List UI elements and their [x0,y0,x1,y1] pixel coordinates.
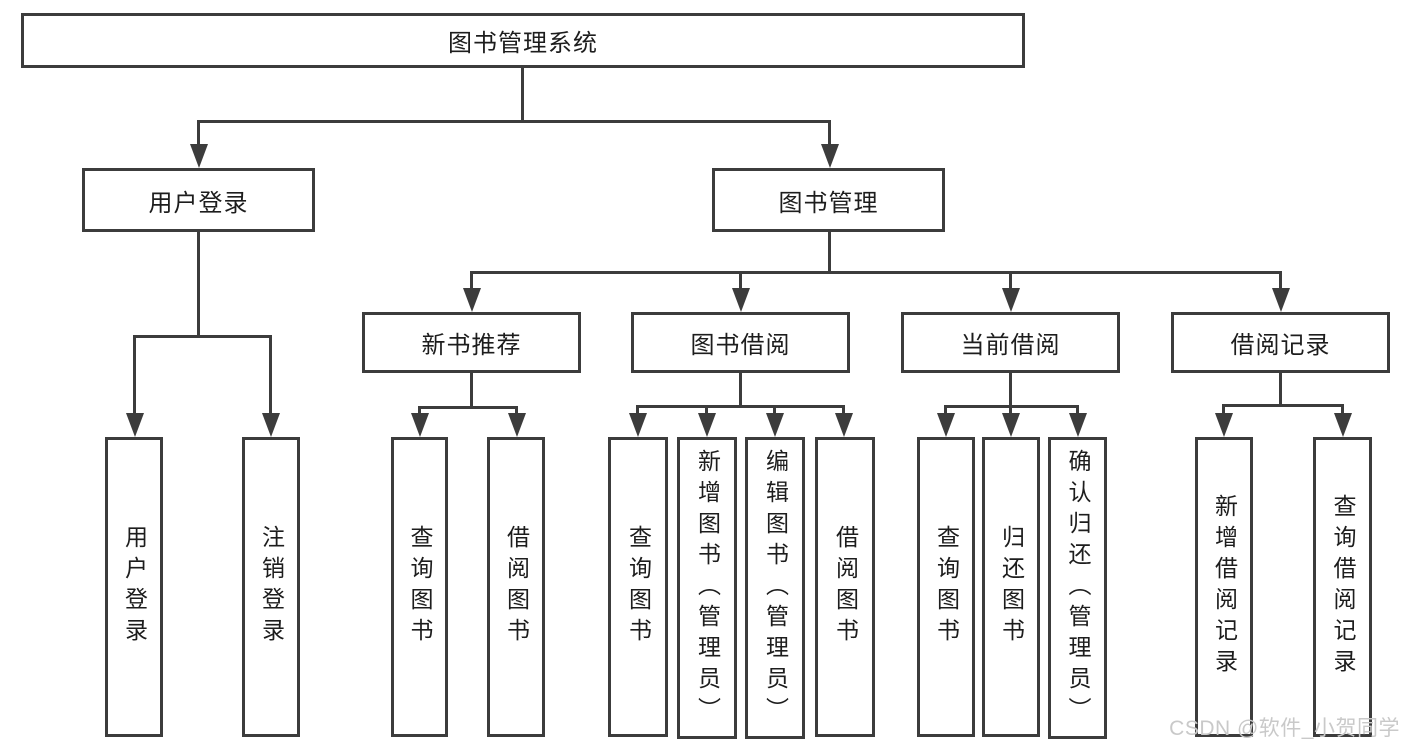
connector-root-stem [521,68,524,122]
leaf-query-books-recommend: 查询图书 [391,437,448,737]
arrow-head [835,413,853,437]
arrow-head [629,413,647,437]
node-root: 图书管理系统 [21,13,1025,68]
node-book-borrow: 图书借阅 [631,312,850,373]
node-label: 借阅记录 [1230,332,1331,359]
arrow-head [1334,413,1352,437]
connector-drop [739,271,742,292]
leaf-label: 注销登录 [258,525,285,649]
node-book-management: 图书管理 [712,168,945,232]
arrow-head [1002,288,1020,312]
arrow-head [698,413,716,437]
connector-drop [418,406,421,418]
connector-drop [133,335,136,417]
connector-drop-user-login [197,120,200,150]
connector-root-rail [197,120,831,123]
arrow-head [821,144,839,168]
connector-drop [773,405,776,418]
connector-drop [1222,404,1225,418]
leaf-borrow-books: 借阅图书 [815,437,875,737]
leaf-label: 查询借阅记录 [1330,494,1356,680]
connector-drop [515,406,518,418]
leaf-logout: 注销登录 [242,437,300,737]
arrow-head [190,144,208,168]
arrow-head [463,288,481,312]
connector-drop [470,271,473,292]
node-root-label: 图书管理系统 [448,30,598,57]
connector-current-stem [1009,373,1012,407]
leaf-label: 编辑图书（管理员） [762,448,789,728]
arrow-head [126,413,144,437]
connector-newbook-stem [470,373,473,408]
arrow-head [411,413,429,437]
leaf-query-borrow-record: 查询借阅记录 [1313,437,1372,737]
connector-records-stem [1279,373,1282,407]
leaf-label: 用户登录 [121,525,148,649]
connector-drop [1009,271,1012,292]
leaf-query-books-current: 查询图书 [917,437,975,737]
leaf-confirm-return-admin: 确认归还（管理员） [1048,437,1107,739]
connector-drop [944,405,947,418]
leaf-return-books: 归还图书 [982,437,1040,737]
arrow-head [1215,413,1233,437]
leaf-edit-books-admin: 编辑图书（管理员） [745,437,805,739]
connector-newbook-rail [418,406,518,409]
node-label: 图书管理 [778,189,879,217]
leaf-label: 借阅图书 [503,525,530,649]
leaf-label: 新增图书（管理员） [694,448,721,728]
connector-drop [636,405,639,418]
leaf-user-login: 用户登录 [105,437,163,737]
arrow-head [1002,413,1020,437]
node-borrow-records: 借阅记录 [1171,312,1390,373]
connector-drop [842,405,845,418]
node-user-login: 用户登录 [82,168,315,232]
connector-drop [269,335,272,417]
connector-borrow-stem [739,373,742,407]
connector-user-login-stem [197,232,200,338]
leaf-query-books-borrow: 查询图书 [608,437,668,737]
connector-drop [1076,405,1079,418]
connector-drop [705,405,708,418]
connector-borrow-rail [636,405,845,408]
node-label: 图书借阅 [690,332,791,359]
arrow-head [1069,413,1087,437]
leaf-label: 查询图书 [933,525,960,649]
connector-records-rail [1222,404,1344,407]
leaf-add-books-admin: 新增图书（管理员） [677,437,737,739]
arrow-head [766,413,784,437]
node-new-book-recommend: 新书推荐 [362,312,581,373]
node-label: 当前借阅 [960,332,1061,359]
arrow-head [1272,288,1290,312]
arrow-head [262,413,280,437]
arrow-head [732,288,750,312]
arrow-head [937,413,955,437]
connector-book-mgmt-rail [470,271,1282,274]
connector-book-mgmt-stem [828,232,831,273]
node-label: 用户登录 [148,189,249,217]
connector-user-login-rail [133,335,272,338]
leaf-label: 确认归还（管理员） [1065,448,1091,728]
connector-drop-book-mgmt [828,120,831,150]
arrow-head [508,413,526,437]
connector-drop [1009,405,1012,418]
leaf-label: 借阅图书 [832,525,859,649]
node-current-borrow: 当前借阅 [901,312,1120,373]
connector-drop [1279,271,1282,292]
leaf-label: 查询图书 [407,525,433,649]
leaf-label: 新增借阅记录 [1211,494,1238,680]
leaf-borrow-books-recommend: 借阅图书 [487,437,545,737]
leaf-label: 归还图书 [998,525,1025,649]
leaf-add-borrow-record: 新增借阅记录 [1195,437,1253,737]
node-label: 新书推荐 [421,332,522,359]
csdn-watermark: CSDN @软件_小贺同学 [1169,717,1400,740]
leaf-label: 查询图书 [625,525,652,649]
connector-drop [1341,404,1344,418]
